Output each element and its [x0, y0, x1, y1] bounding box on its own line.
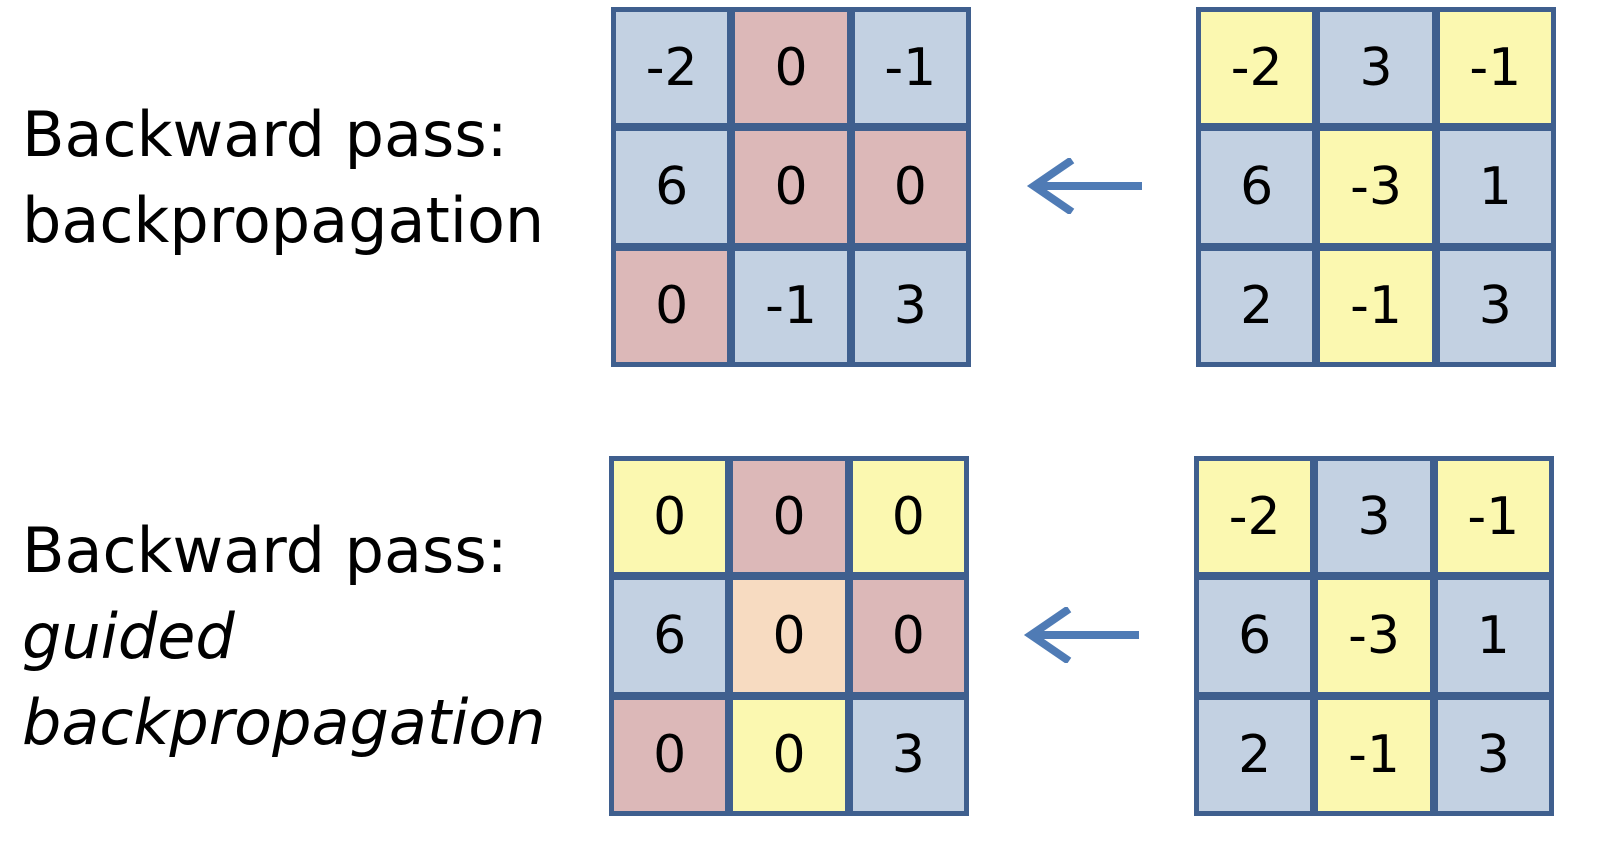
grid-cell: -2	[1199, 461, 1311, 573]
label-top-line-2: backpropagation	[22, 184, 545, 257]
grid-cell: 3	[852, 699, 964, 811]
grid-cell: 3	[1439, 250, 1551, 362]
grid-cell: -1	[1439, 12, 1551, 124]
grid-cell: 3	[1320, 12, 1432, 124]
grid-cell: 1	[1437, 580, 1549, 692]
grid-cell: 0	[614, 699, 726, 811]
grid-cell: 0	[735, 12, 847, 124]
grid-cell: -1	[1318, 699, 1430, 811]
grid-cell: 0	[735, 131, 847, 243]
grid-cell: -1	[735, 250, 847, 362]
arrow-head	[1026, 158, 1075, 214]
label-guided-backpropagation: Backward pass: guided backpropagation	[22, 508, 546, 766]
grid-cell: 0	[614, 461, 726, 573]
grid-cell: 3	[854, 250, 966, 362]
grid-cell: 0	[852, 580, 964, 692]
grid-cell: -2	[1201, 12, 1313, 124]
grid-cell: 3	[1437, 699, 1549, 811]
label-bottom-line-3: backpropagation	[22, 686, 546, 759]
grid-cell: 0	[733, 580, 845, 692]
grid-cell: 0	[733, 461, 845, 573]
label-bottom-line-2: guided	[22, 600, 235, 673]
arrow-left-icon	[1026, 158, 1142, 214]
label-backpropagation: Backward pass: backpropagation	[22, 92, 544, 264]
grid-cell: 0	[852, 461, 964, 573]
grid-cell: -1	[1437, 461, 1549, 573]
arrow-head	[1023, 607, 1072, 663]
grid-cell: -2	[616, 12, 728, 124]
arrow-left-icon	[1023, 607, 1139, 663]
grid-cell: 3	[1318, 461, 1430, 573]
grid-cell: 2	[1201, 250, 1313, 362]
label-bottom-line-1: Backward pass:	[22, 514, 508, 587]
grid-cell: 0	[854, 131, 966, 243]
grid-cell: 0	[616, 250, 728, 362]
grid-cell: 0	[733, 699, 845, 811]
grid-cell: -1	[854, 12, 966, 124]
grid-cell: 6	[614, 580, 726, 692]
grid-cell: 6	[1199, 580, 1311, 692]
grid-cell: -1	[1320, 250, 1432, 362]
grid-cell: 1	[1439, 131, 1551, 243]
grid-cell: 6	[1201, 131, 1313, 243]
label-top-line-1: Backward pass:	[22, 98, 508, 171]
grid-cell: -3	[1320, 131, 1432, 243]
grid-cell: 6	[616, 131, 728, 243]
grid-cell: 2	[1199, 699, 1311, 811]
grid-cell: -3	[1318, 580, 1430, 692]
